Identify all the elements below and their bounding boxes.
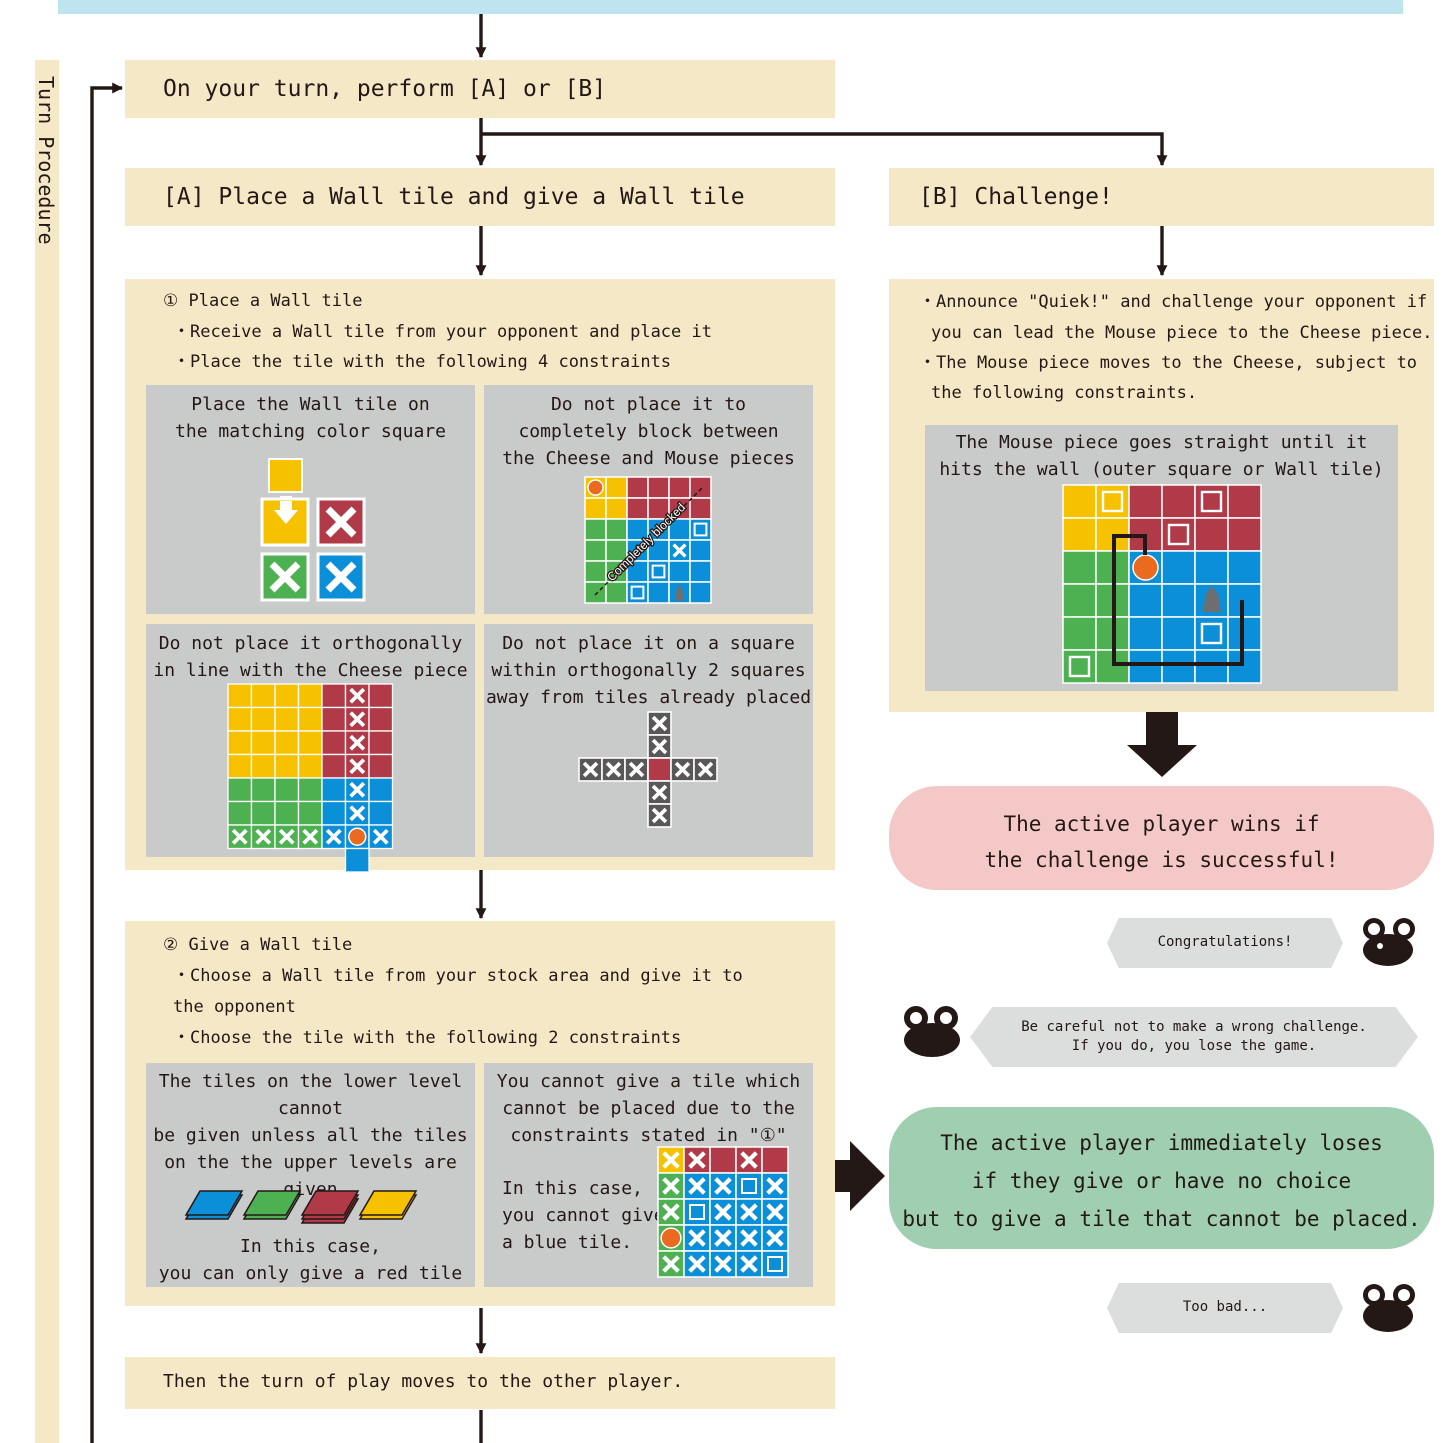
option-b-box: [B] Challenge! [889, 168, 1434, 226]
give-bullet: the opponent [173, 997, 296, 1017]
option-a-title: [A] Place a Wall tile and give a Wall ti… [163, 184, 745, 210]
color-match-illustration [260, 458, 366, 602]
place-heading: ① Place a Wall tile [163, 291, 363, 311]
panel-footer: In this case,you can only give a red til… [158, 1236, 463, 1284]
challenge-bullet: you can lead the Mouse piece to the Chee… [931, 323, 1433, 343]
option-b-title: [B] Challenge! [919, 184, 1113, 210]
sidebar-strip [35, 60, 59, 1443]
blue-blocked-board [657, 1146, 789, 1278]
mouse-path-board [1062, 484, 1262, 684]
speech-toobad: Too bad... [1107, 1283, 1343, 1333]
turn-start-box: On your turn, perform [A] or [B] [125, 60, 835, 118]
challenge-bullet: ・Announce "Quiek!" and challenge your op… [919, 292, 1428, 312]
top-banner [58, 0, 1403, 14]
place-bullet: ・Place the tile with the following 4 con… [173, 352, 672, 372]
stacked-tiles [184, 1190, 418, 1224]
challenge-bullet: ・The Mouse piece moves to the Cheese, su… [919, 353, 1418, 373]
mouse-icon [1363, 918, 1415, 966]
speech-congrats: Congratulations! [1107, 918, 1343, 968]
give-bullet: ・Choose a Wall tile from your stock area… [173, 966, 743, 986]
challenge-bullet: the following constraints. [931, 383, 1198, 403]
turn-end-box: Then the turn of play moves to the other… [125, 1357, 835, 1409]
mouse-icon [1363, 1284, 1415, 1332]
speech-careful: Be careful not to make a wrong challenge… [970, 1007, 1418, 1067]
turn-start-text: On your turn, perform [A] or [B] [163, 76, 607, 102]
option-a-box: [A] Place a Wall tile and give a Wall ti… [125, 168, 835, 226]
mouse-icon [904, 1006, 960, 1057]
give-heading: ② Give a Wall tile [163, 935, 353, 955]
blocked-board: Completely blocked [584, 476, 712, 604]
distance-cross [578, 711, 718, 828]
place-bullet: ・Receive a Wall tile from your opponent … [173, 322, 712, 342]
turn-end-text: Then the turn of play moves to the other… [163, 1371, 684, 1392]
cheese-line-board [227, 683, 394, 873]
give-bullet: ・Choose the tile with the following 2 co… [173, 1028, 682, 1048]
